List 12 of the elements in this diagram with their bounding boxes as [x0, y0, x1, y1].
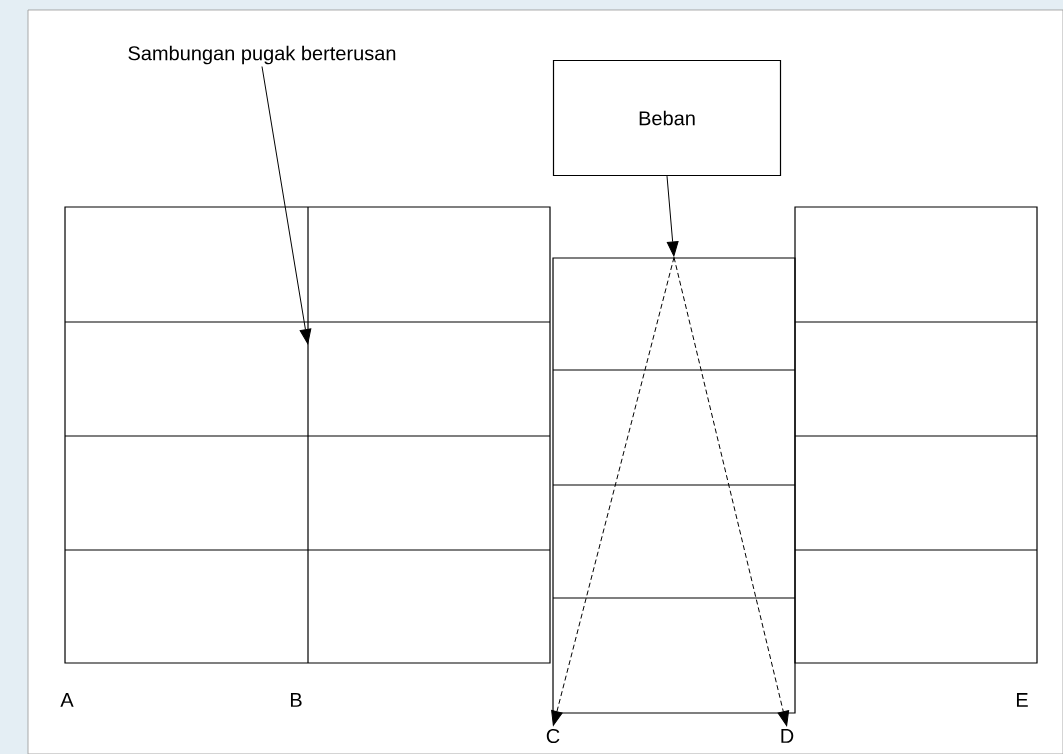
arrow	[551, 256, 675, 726]
arrow	[673, 256, 790, 727]
annotation-text: Sambungan pugak berterusan	[128, 45, 396, 65]
point-label: A	[60, 693, 74, 707]
point-label: C	[546, 728, 560, 744]
point-label: D	[781, 729, 794, 743]
leader-line	[261, 66, 312, 345]
point-label: B	[291, 693, 302, 707]
wall-panel	[552, 257, 796, 714]
arrow	[666, 175, 679, 257]
point-label: E	[1017, 693, 1028, 707]
load-box: Beban	[552, 59, 782, 177]
